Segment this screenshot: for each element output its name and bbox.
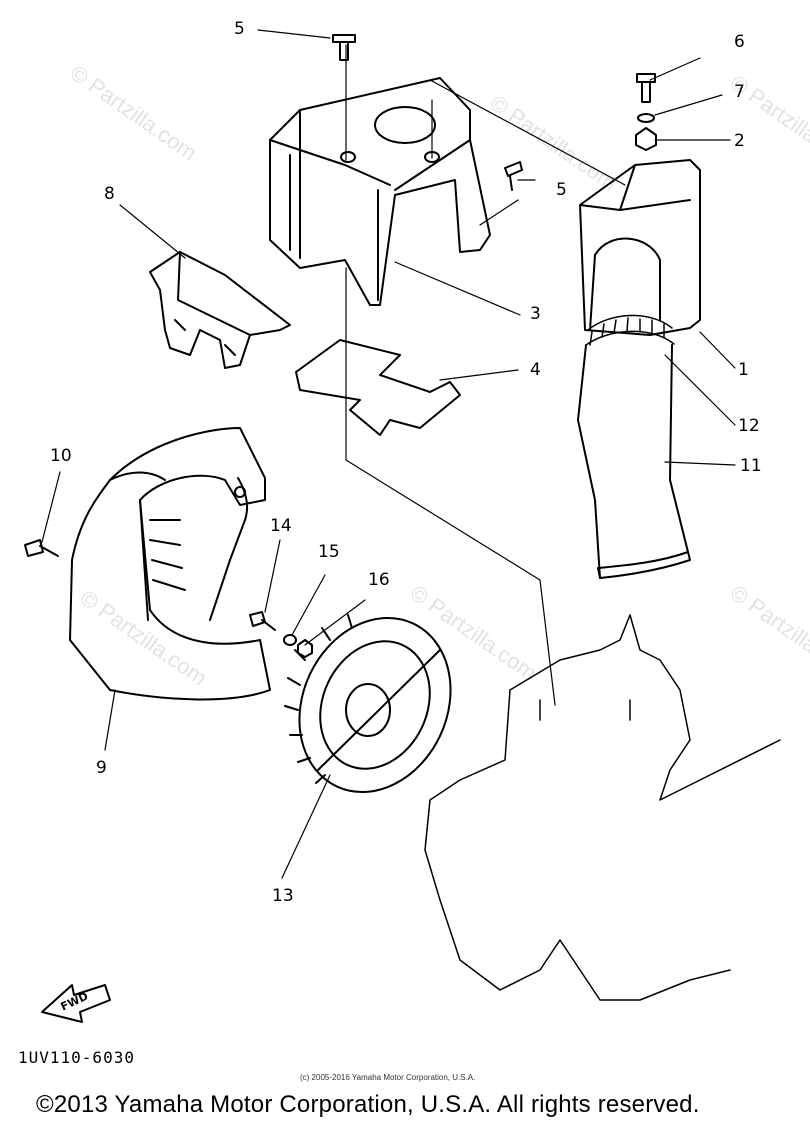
bolt-part-5-side (504, 161, 523, 191)
small-copyright: (c) 2005-2016 Yamaha Motor Corporation, … (300, 1073, 476, 1082)
callout-11: 11 (740, 456, 762, 476)
bolt-part-5-top (332, 34, 356, 61)
air-shroud-part-3 (269, 77, 491, 306)
callout-1: 1 (738, 360, 749, 380)
flywheel-part-13 (284, 614, 452, 794)
callout-4: 4 (530, 360, 541, 380)
washer-part-15 (283, 634, 297, 646)
callout-5-top: 5 (234, 19, 245, 39)
callout-10: 10 (50, 446, 72, 466)
engine-outline (424, 614, 781, 1001)
callout-7: 7 (734, 82, 745, 102)
callout-5-side: 5 (556, 180, 567, 200)
bolt-part-10 (24, 539, 59, 557)
duct-tube-part-11 (577, 344, 691, 579)
callout-14: 14 (270, 516, 292, 536)
copyright-notice: ©2013 Yamaha Motor Corporation, U.S.A. A… (36, 1091, 700, 1118)
callout-9: 9 (96, 758, 107, 778)
band-part-12 (585, 314, 675, 346)
callout-13: 13 (272, 886, 294, 906)
callout-6: 6 (734, 32, 745, 52)
bolt-part-6 (636, 73, 656, 103)
callout-8: 8 (104, 184, 115, 204)
callout-12: 12 (738, 416, 760, 436)
nut-part-16 (297, 639, 313, 658)
duct-cover-part-1 (579, 159, 701, 336)
bracket-part-8 (149, 251, 291, 369)
fan-housing-part-9 (69, 427, 271, 701)
callout-3: 3 (530, 304, 541, 324)
callout-16: 16 (368, 570, 390, 590)
callout-15: 15 (318, 542, 340, 562)
nut-part-2 (635, 127, 657, 151)
diagram-code: 1UV110-6030 (18, 1048, 135, 1067)
fwd-arrow-icon (41, 984, 111, 1023)
callout-2: 2 (734, 131, 745, 151)
gasket-part-4 (295, 339, 461, 436)
washer-part-7 (637, 113, 655, 123)
bolt-part-14 (249, 611, 276, 631)
